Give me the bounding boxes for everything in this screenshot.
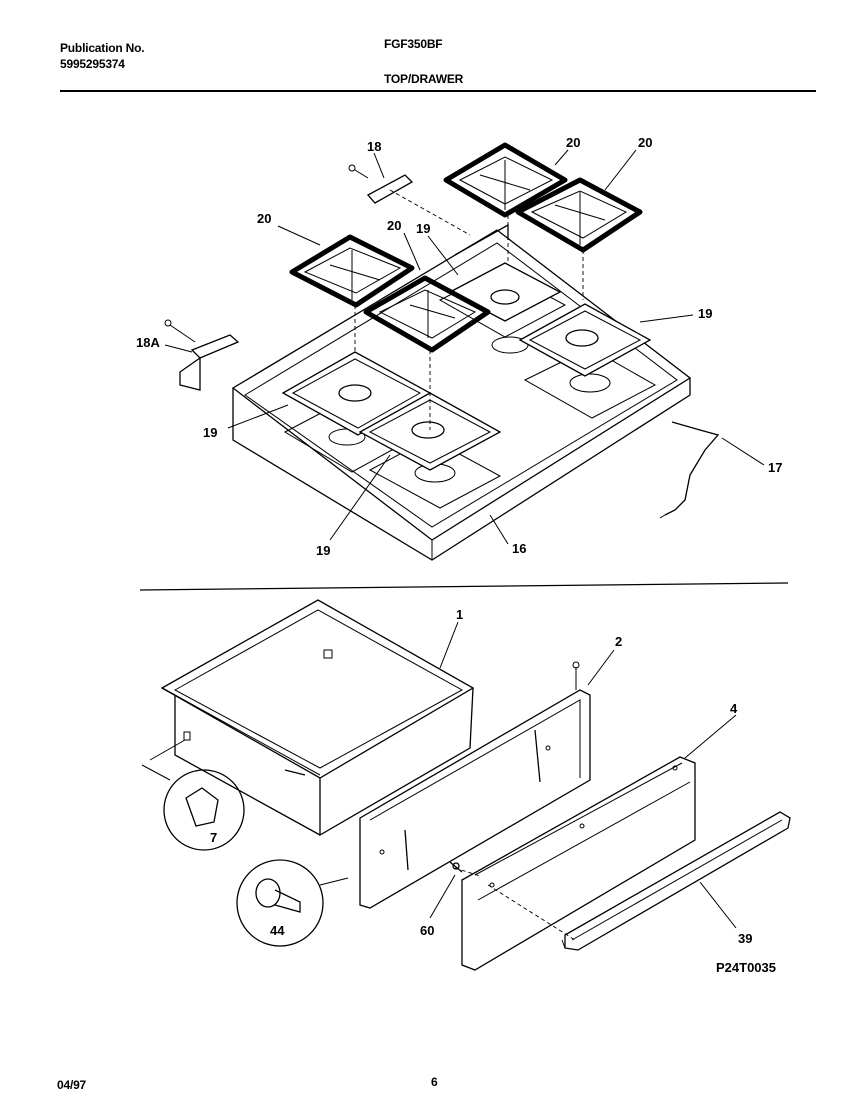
burner-grates [289, 142, 643, 353]
callout-60: 60 [420, 923, 434, 938]
drawing-code: P24T0035 [716, 960, 776, 975]
wire-17 [659, 421, 720, 519]
callout-7: 7 [210, 830, 217, 845]
drawer-assembly: 1 2 4 7 44 60 39 P24T0035 [141, 599, 791, 975]
callout-19-right: 19 [698, 306, 712, 321]
callout-20-left: 20 [257, 211, 271, 226]
cooktop-assembly: 18 18A 20 20 20 20 19 19 19 19 17 16 [136, 135, 782, 561]
callout-19-left: 19 [203, 425, 217, 440]
callout-4: 4 [730, 701, 738, 716]
callout-17: 17 [768, 460, 782, 475]
bracket-18a [164, 319, 240, 391]
callout-20-center: 20 [387, 218, 401, 233]
drawer-body [160, 599, 475, 837]
header-rule [60, 90, 816, 92]
callout-2: 2 [615, 634, 622, 649]
callout-19-back: 19 [416, 221, 430, 236]
footer-page-number: 6 [431, 1075, 438, 1089]
section-divider [139, 582, 789, 591]
model-number: FGF350BF [384, 37, 443, 51]
drawer-panel [359, 661, 591, 909]
drawer-handle [561, 811, 791, 951]
publication-label: Publication No. [60, 41, 145, 55]
inset-detail-7 [141, 739, 245, 851]
callout-16: 16 [512, 541, 526, 556]
section-title: TOP/DRAWER [384, 72, 464, 86]
callout-19-bottom: 19 [316, 543, 330, 558]
callout-18: 18 [367, 139, 381, 154]
publication-number: 5995295374 [60, 57, 125, 71]
drawer-front [461, 756, 696, 971]
bracket-18 [348, 164, 414, 204]
footer-date: 04/97 [57, 1078, 87, 1092]
callout-1: 1 [456, 607, 463, 622]
inset-detail-44 [236, 859, 349, 947]
callout-44: 44 [270, 923, 285, 938]
callout-20-back: 20 [566, 135, 580, 150]
callout-39: 39 [738, 931, 752, 946]
callout-20-right: 20 [638, 135, 652, 150]
callout-18a: 18A [136, 335, 160, 350]
